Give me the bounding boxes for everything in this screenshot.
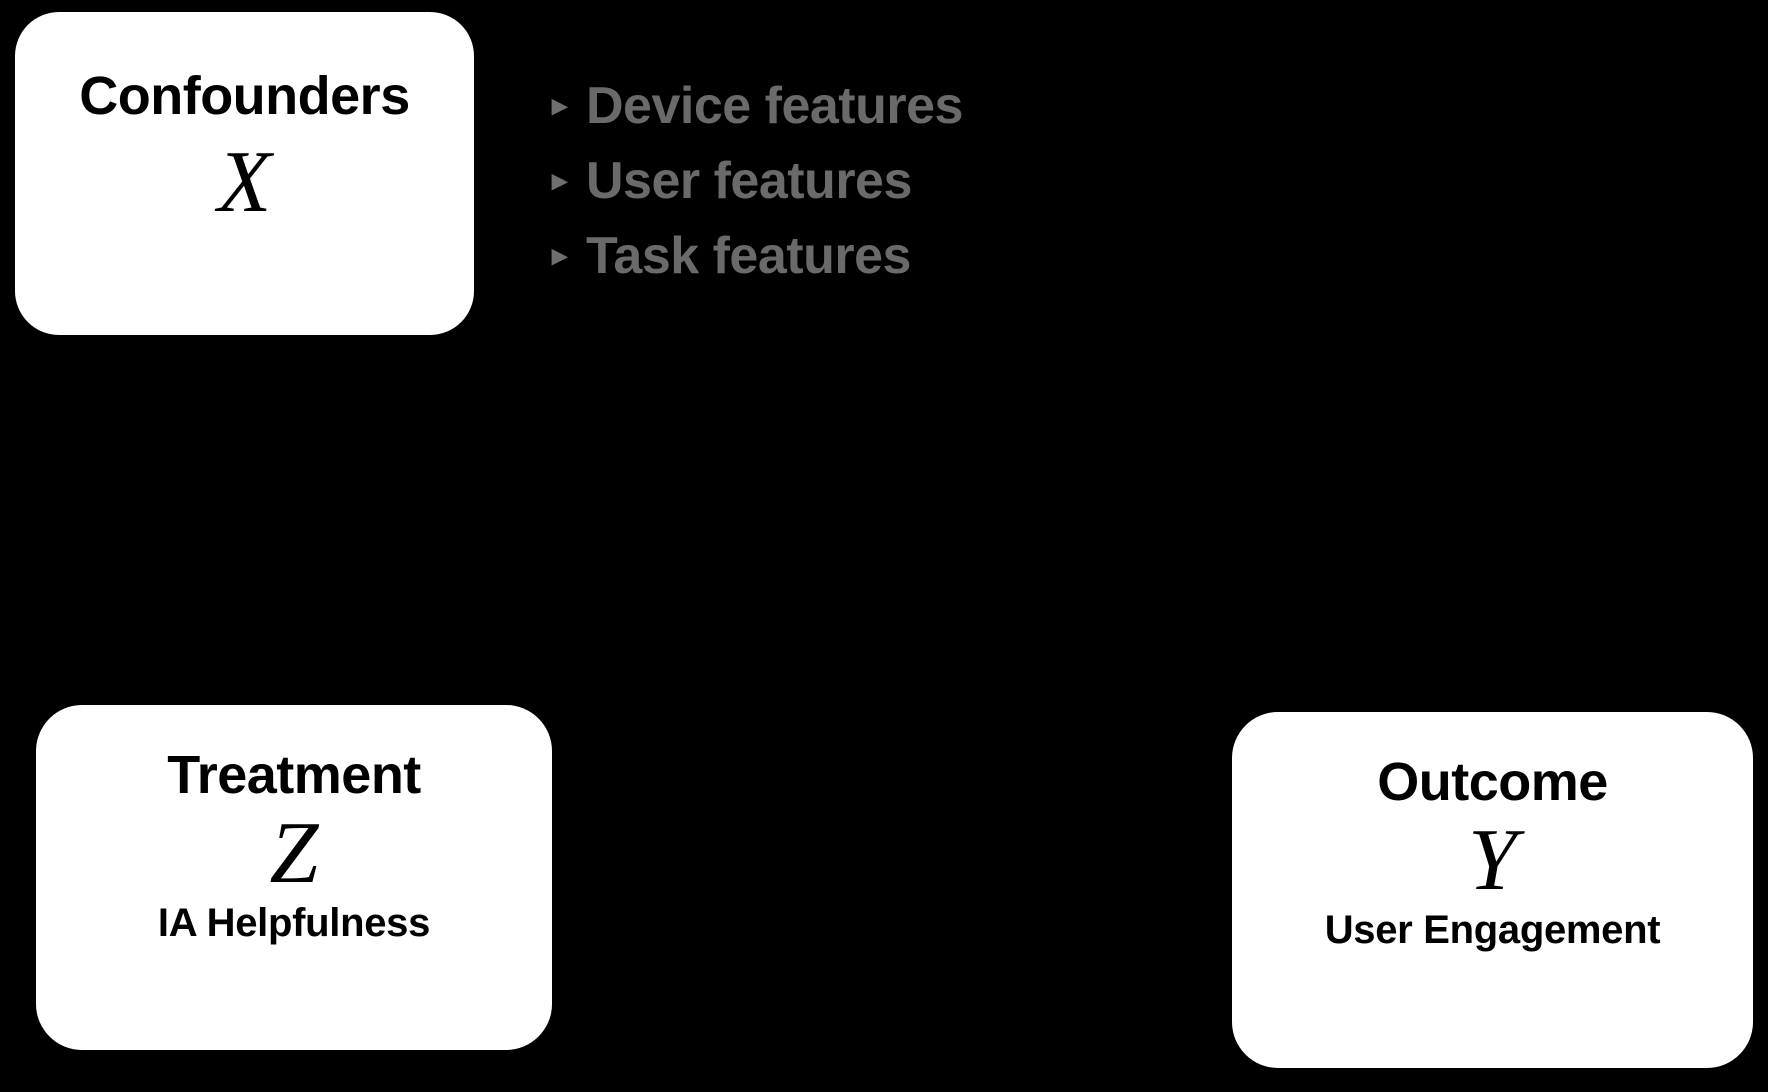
node-treatment-subtitle: IA Helpfulness (157, 900, 431, 945)
node-treatment-title: Treatment (167, 745, 421, 805)
node-outcome-title: Outcome (1377, 752, 1608, 812)
feature-label-user: User features (586, 151, 912, 210)
node-outcome-subtitle: User Engagement (1324, 907, 1661, 952)
feature-label-task: Task features (586, 226, 911, 285)
node-outcome: Outcome Y User Engagement (1232, 712, 1753, 1068)
list-item: ▸ User features (552, 143, 1172, 218)
triangle-bullet-icon: ▸ (552, 238, 567, 272)
confounder-feature-list: ▸ Device features ▸ User features ▸ Task… (552, 68, 1172, 293)
feature-label-device: Device features (586, 76, 963, 135)
triangle-bullet-icon: ▸ (552, 163, 567, 197)
list-item: ▸ Task features (552, 218, 1172, 293)
list-item: ▸ Device features (552, 68, 1172, 143)
node-confounders-title: Confounders (79, 66, 410, 126)
node-confounders-symbol: X (217, 133, 272, 231)
node-outcome-symbol: Y (1468, 811, 1517, 909)
node-confounders: Confounders X (15, 12, 474, 335)
triangle-bullet-icon: ▸ (552, 88, 567, 122)
node-treatment: Treatment Z IA Helpfulness (36, 705, 552, 1050)
node-treatment-symbol: Z (269, 804, 319, 902)
